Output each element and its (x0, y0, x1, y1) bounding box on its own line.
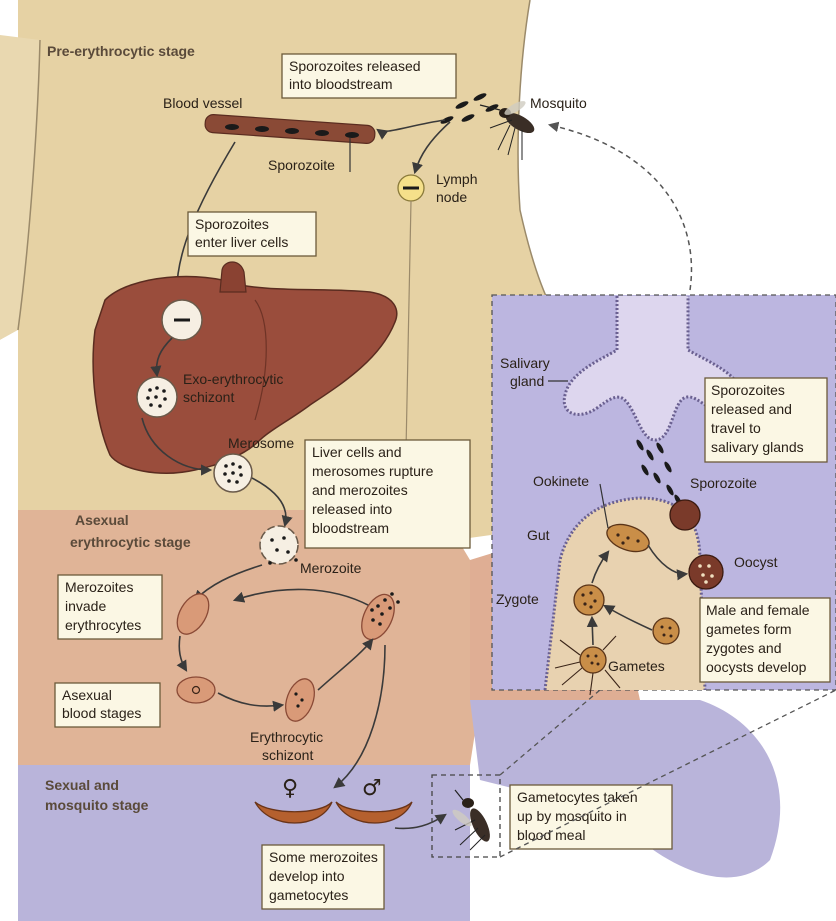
stage-label-asexual-2: erythrocytic stage (70, 534, 191, 550)
box-text-line: enter liver cells (195, 234, 288, 250)
label-inset-sporozoite: Sporozoite (690, 475, 757, 491)
box-text-line: erythrocytes (65, 617, 141, 633)
box-some-merozoites: Some merozoites develop into gametocytes (262, 845, 384, 909)
label-zygote: Zygote (496, 591, 539, 607)
box-text-line: oocysts develop (706, 659, 807, 675)
label-ookinete: Ookinete (533, 473, 589, 489)
stage-label-sexual-2: mosquito stage (45, 797, 149, 813)
label-merosome: Merosome (228, 435, 294, 451)
box-text-line: up by mosquito in (517, 808, 627, 824)
box-text-line: travel to (711, 420, 761, 436)
stage-label-pre-erythrocytic: Pre-erythrocytic stage (47, 43, 195, 59)
box-text-line: salivary glands (711, 439, 804, 455)
label-lymph-2: node (436, 189, 467, 205)
box-text-line: released and (711, 401, 792, 417)
box-text-line: gametes form (706, 621, 792, 637)
stage-label-sexual-1: Sexual and (45, 777, 119, 793)
box-text-line: and merozoites (312, 482, 408, 498)
label-salivary-2: gland (510, 373, 544, 389)
label-oocyst: Oocyst (734, 554, 778, 570)
male-symbol: ♂ (362, 776, 382, 801)
label-exo-1: Exo-erythrocytic (183, 371, 283, 387)
box-merozoites-invade: Merozoites invade erythrocytes (58, 575, 162, 639)
box-text-line: Sporozoites (195, 216, 269, 232)
box-gametes-form: Male and female gametes form zygotes and… (700, 598, 830, 682)
box-text-line: blood stages (62, 705, 141, 721)
box-text-line: invade (65, 598, 106, 614)
box-text-line: zygotes and (706, 640, 782, 656)
zygote (574, 585, 604, 615)
box-text-line: released into (312, 501, 392, 517)
box-sporozoites-enter-liver: Sporozoites enter liver cells (188, 212, 316, 256)
box-text-line: Merozoites (65, 579, 133, 595)
label-sporozoite: Sporozoite (268, 157, 335, 173)
label-exo-2: schizont (183, 389, 234, 405)
label-mosquito: Mosquito (530, 95, 587, 111)
box-text-line: into bloodstream (289, 76, 393, 92)
box-text-line: Sporozoites (711, 382, 785, 398)
label-erythrocytic-1: Erythrocytic (250, 729, 323, 745)
oocyst (689, 555, 723, 589)
box-text-line: Gametocytes taken (517, 789, 638, 805)
box-text-line: Sporozoites released (289, 58, 421, 74)
label-salivary-1: Salivary (500, 355, 550, 371)
box-text-line: gametocytes (269, 887, 348, 903)
box-text-line: Some merozoites (269, 849, 378, 865)
box-sporozoites-travel: Sporozoites released and travel to saliv… (705, 378, 827, 462)
box-liver-cells-rupture: Liver cells and merosomes rupture and me… (305, 440, 470, 548)
box-text-line: Asexual (62, 687, 112, 703)
label-gametes: Gametes (608, 658, 665, 674)
box-text-line: develop into (269, 868, 345, 884)
label-blood-vessel: Blood vessel (163, 95, 242, 111)
female-symbol: ♀ (282, 776, 298, 801)
label-merozoite: Merozoite (300, 560, 362, 576)
erythrocyte-ring-stage (177, 677, 215, 703)
box-text-line: blood meal (517, 827, 586, 843)
box-text-line: bloodstream (312, 520, 389, 536)
ruptured-merosome (260, 526, 298, 564)
female-gamete (653, 618, 679, 644)
stage-label-asexual-1: Asexual (75, 512, 129, 528)
box-sporozoites-released: Sporozoites released into bloodstream (282, 54, 456, 98)
box-asexual-blood-stages: Asexual blood stages (55, 683, 160, 727)
box-text-line: Liver cells and (312, 444, 402, 460)
label-gut: Gut (527, 527, 550, 543)
box-text-line: merosomes rupture (312, 463, 434, 479)
label-lymph-1: Lymph (436, 171, 478, 187)
label-erythrocytic-2: schizont (262, 747, 313, 763)
box-text-line: Male and female (706, 602, 810, 618)
